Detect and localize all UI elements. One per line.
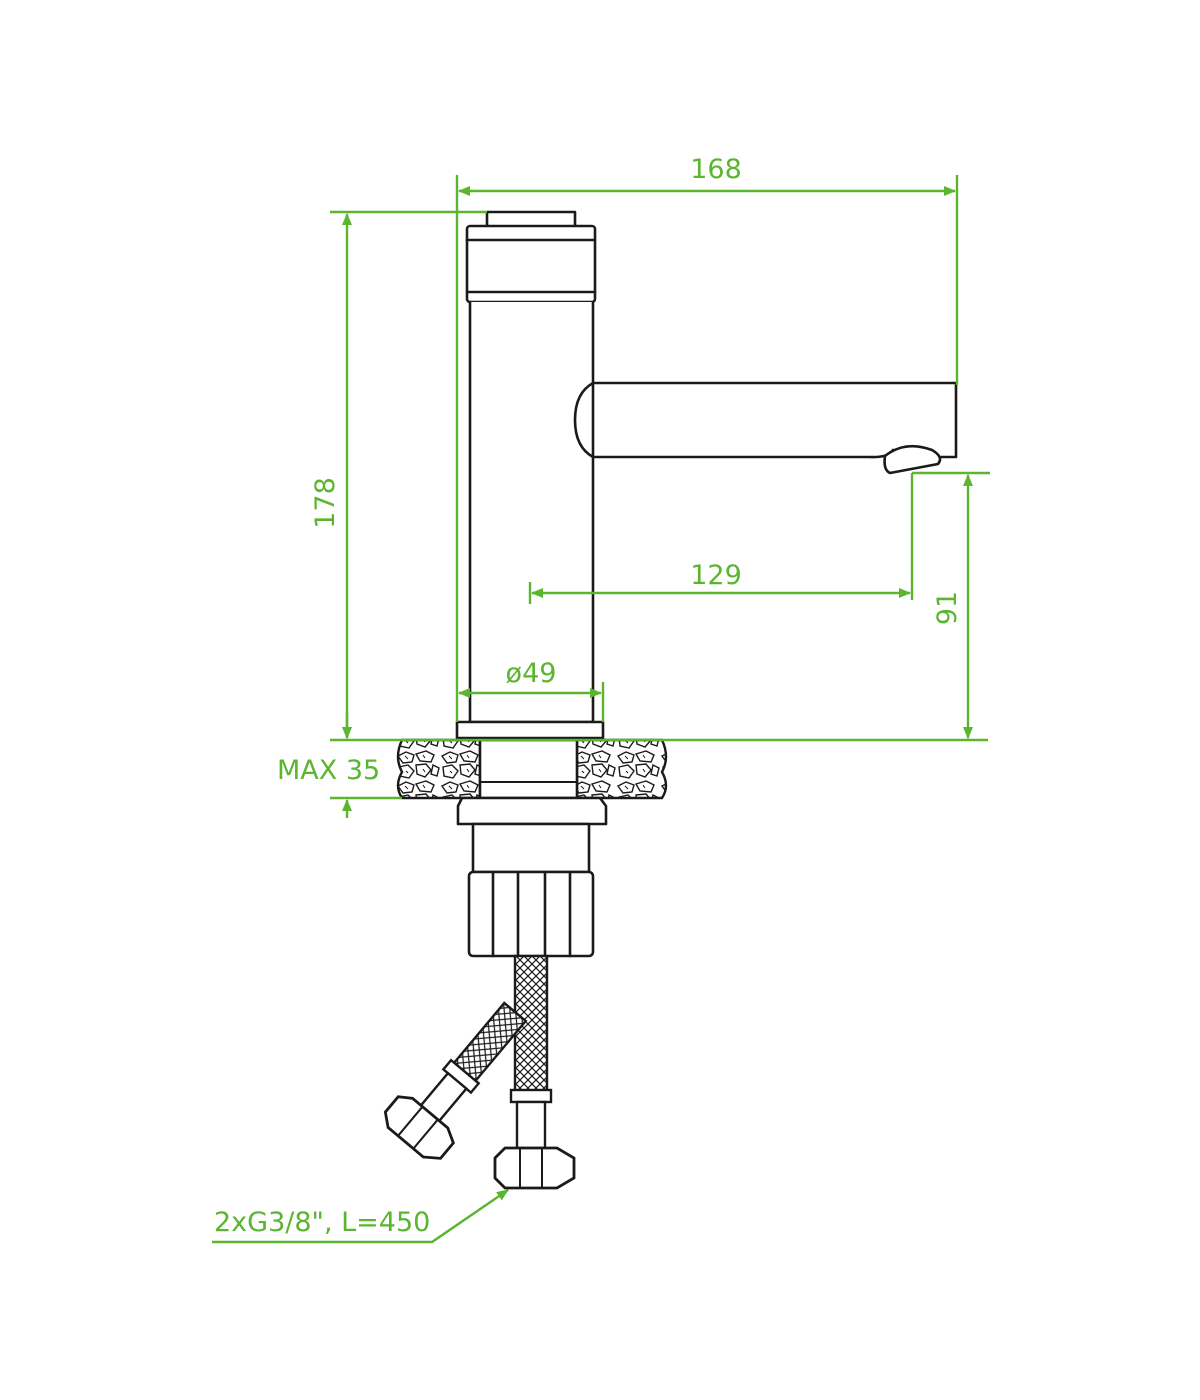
washer bbox=[456, 796, 608, 826]
spout bbox=[591, 381, 958, 459]
label-129: 129 bbox=[690, 560, 742, 591]
hose-leader bbox=[212, 1189, 509, 1244]
faucet-body bbox=[455, 210, 958, 740]
label-168: 168 bbox=[690, 154, 742, 185]
supply-hoses bbox=[383, 954, 576, 1190]
dimension-labels: 168 178 129 91 ø49 MAX 35 2xG3/8", L=450 bbox=[214, 154, 963, 1238]
mounting-shank bbox=[478, 738, 579, 800]
label-max-35: MAX 35 bbox=[277, 755, 380, 786]
countertop-left bbox=[396, 738, 482, 800]
hose-angled bbox=[383, 1001, 528, 1160]
aerator bbox=[883, 444, 942, 475]
label-diameter-49: ø49 bbox=[506, 658, 557, 689]
hose-straight-ferrule bbox=[509, 1088, 553, 1104]
base-flange bbox=[455, 720, 605, 740]
countertop bbox=[396, 738, 668, 800]
mounting-nut bbox=[467, 870, 595, 958]
label-91: 91 bbox=[932, 591, 963, 625]
hose-straight-nut bbox=[493, 1146, 576, 1190]
hose-straight-stem bbox=[515, 1100, 547, 1150]
dimension-lines bbox=[212, 175, 990, 1244]
label-hoses: 2xG3/8", L=450 bbox=[214, 1207, 430, 1238]
mounting-hardware bbox=[456, 796, 608, 958]
nut-neck bbox=[471, 822, 591, 874]
handle-ring bbox=[465, 224, 597, 304]
label-178: 178 bbox=[310, 477, 341, 529]
countertop-right bbox=[575, 738, 668, 800]
